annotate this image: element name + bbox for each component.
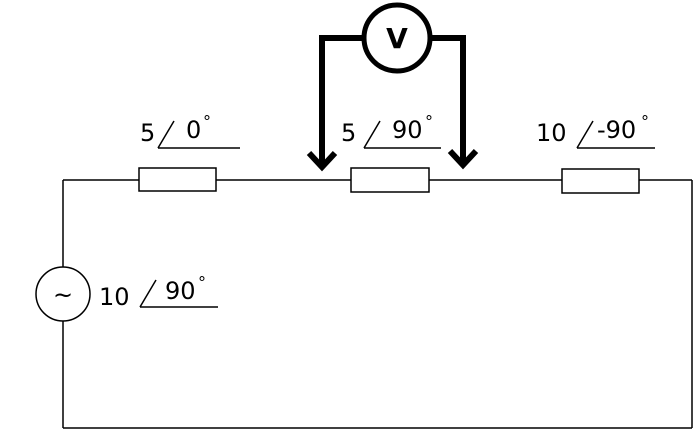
- voltmeter-right-lead: [431, 35, 466, 162]
- resistor-2-degree: °: [425, 112, 433, 131]
- voltmeter-circle: [361, 2, 433, 74]
- source-label: 10 90 °: [99, 273, 218, 311]
- source-angle: 90: [165, 277, 196, 305]
- resistor-3-angle-slash: [576, 120, 594, 149]
- resistor-1-magnitude: 5: [140, 119, 155, 147]
- resistor-1-label: 5 0 °: [140, 112, 240, 149]
- resistor-1-degree: °: [203, 112, 211, 131]
- resistor-1-angle: 0: [186, 116, 201, 144]
- source-angle-slash: [139, 279, 157, 308]
- voltmeter-label: V: [386, 22, 408, 55]
- voltmeter: V: [306, 2, 479, 172]
- voltmeter-right-arrowhead: [447, 148, 479, 170]
- circuit-wires: [62, 179, 693, 429]
- source-degree: °: [198, 273, 206, 292]
- resistor-2-angle: 90: [392, 116, 423, 144]
- resistor-3-magnitude: 10: [536, 119, 567, 147]
- resistor-3-degree: °: [641, 112, 649, 131]
- ac-source-circle: [35, 266, 91, 322]
- resistor-2-magnitude: 5: [341, 119, 356, 147]
- voltmeter-left-lead: [319, 35, 363, 164]
- resistor-3-angle: -90: [597, 116, 636, 144]
- ac-source-symbol: ~: [53, 281, 73, 309]
- resistor-3-label: 10 -90 °: [536, 112, 655, 149]
- resistor-2-angle-slash: [363, 120, 381, 149]
- resistor-2-label: 5 90 °: [341, 112, 441, 149]
- source-magnitude: 10: [99, 283, 130, 311]
- resistor-2: [350, 167, 430, 193]
- resistor-1-angle-slash: [157, 120, 175, 149]
- resistor-1: [138, 167, 217, 192]
- resistor-3: [561, 168, 640, 194]
- voltmeter-left-arrowhead: [306, 150, 338, 172]
- ac-source: ~: [35, 266, 91, 322]
